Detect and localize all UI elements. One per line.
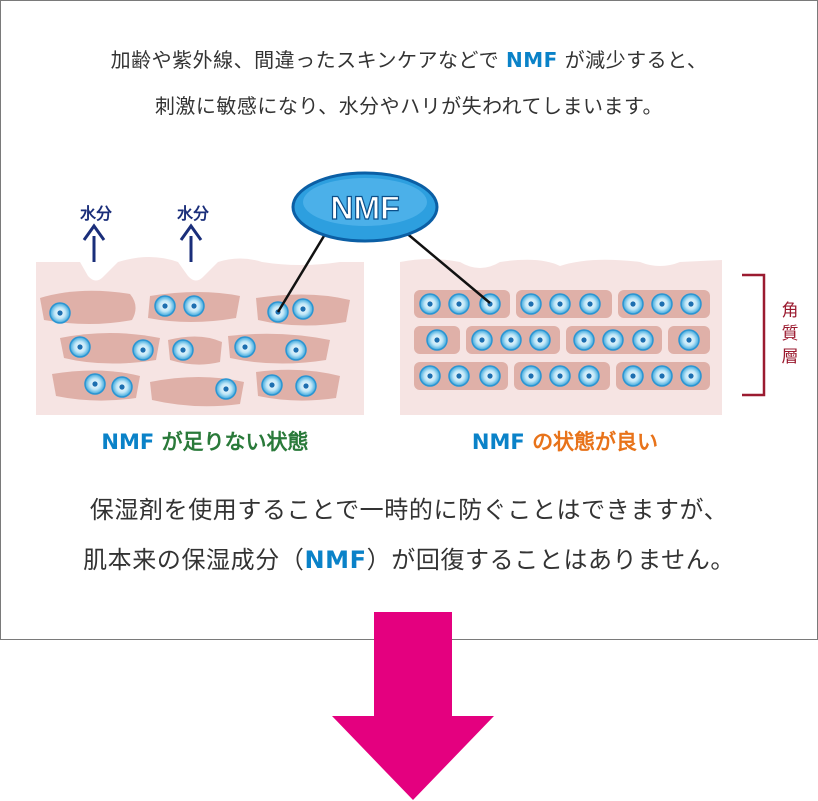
caption-nmf-lacking: NMF が足りない状態 <box>60 426 350 456</box>
caption-right-nmf: NMF <box>471 430 525 454</box>
nmf-dot-core <box>528 373 534 379</box>
water-arrow-2: 水分 <box>177 204 209 262</box>
pointer-line-right <box>397 225 491 304</box>
nmf-dot-core <box>581 337 587 343</box>
caption-right-text: の状態が良い <box>532 430 659 454</box>
nmf-dot-core <box>487 373 493 379</box>
water-label-1: 水分 <box>80 204 112 223</box>
intro-line-1-end: が減少すると、 <box>564 48 708 72</box>
outro-line-1: 保湿剤を使用することで一時的に防ぐことはできますが、 <box>89 496 729 524</box>
nmf-dot-core <box>242 344 248 350</box>
nmf-dot-core <box>479 337 485 343</box>
nmf-dot-core <box>162 303 168 309</box>
nmf-dot-core <box>303 383 309 389</box>
intro-line-2: 刺激に敏感になり、水分やハリが失われてしまいます。 <box>154 94 664 118</box>
nmf-dot-core <box>180 347 186 353</box>
water-arrow-1: 水分 <box>80 204 112 262</box>
nmf-bubble-label: NMF <box>330 190 399 226</box>
nmf-dot-core <box>557 301 563 307</box>
stratum-label-2: 質 <box>782 324 799 344</box>
nmf-dot-core <box>300 306 306 312</box>
intro-line-1-start: 加齢や紫外線、間違ったスキンケアなどで <box>110 48 500 72</box>
intro-nmf-term: NMF <box>505 48 558 72</box>
nmf-dot-core <box>630 373 636 379</box>
nmf-dot-core <box>686 337 692 343</box>
nmf-dot-core <box>191 303 197 309</box>
nmf-dot-core <box>586 373 592 379</box>
nmf-dot-core <box>434 337 440 343</box>
intro-line-1: 加齢や紫外線、間違ったスキンケアなどで NMF が減少すると、 <box>0 44 818 73</box>
stratum-bracket <box>742 273 766 397</box>
outro-line-2: 肌本来の保湿成分（NMF）が回復することはありません。 <box>0 540 818 575</box>
nmf-dot-core <box>92 381 98 387</box>
nmf-dot-core <box>57 310 63 316</box>
nmf-dot-core <box>630 301 636 307</box>
nmf-dot-core <box>659 373 665 379</box>
nmf-dot-core <box>269 382 275 388</box>
pointer-line-left <box>276 225 332 313</box>
nmf-dot-core <box>119 384 125 390</box>
up-arrow-icon <box>179 223 203 241</box>
nmf-dot-core <box>223 386 229 392</box>
nmf-dot-core <box>537 337 543 343</box>
nmf-dot-core <box>140 347 146 353</box>
water-label-2: 水分 <box>177 204 209 223</box>
nmf-dot-core <box>688 373 694 379</box>
nmf-dot-core <box>427 301 433 307</box>
up-arrow-icon <box>82 223 106 241</box>
nmf-dot-core <box>427 373 433 379</box>
nmf-dot-core <box>688 301 694 307</box>
nmf-dot-core <box>640 337 646 343</box>
outro-line-2-end: ）が回復することはありません。 <box>366 546 735 574</box>
nmf-dot-core <box>77 344 83 350</box>
stratum-label-1: 角 <box>782 301 799 321</box>
caption-nmf-healthy: NMF の状態が良い <box>420 426 710 456</box>
nmf-dot-core <box>587 301 593 307</box>
nmf-dot-core <box>456 301 462 307</box>
nmf-dot-core <box>557 373 563 379</box>
nmf-dot-core <box>293 347 299 353</box>
stratum-label-3: 層 <box>782 347 799 367</box>
outro-line-2-start: 肌本来の保湿成分（ <box>83 546 305 574</box>
down-arrow-icon <box>332 612 494 800</box>
caption-left-text: が足りない状態 <box>161 430 309 454</box>
nmf-dot-core <box>610 337 616 343</box>
nmf-dot-core <box>659 301 665 307</box>
nmf-dot-core <box>456 373 462 379</box>
nmf-dots <box>49 293 702 400</box>
outro-nmf-term: NMF <box>304 546 367 574</box>
nmf-dot-core <box>508 337 514 343</box>
caption-left-nmf: NMF <box>101 430 155 454</box>
nmf-dot-core <box>528 301 534 307</box>
